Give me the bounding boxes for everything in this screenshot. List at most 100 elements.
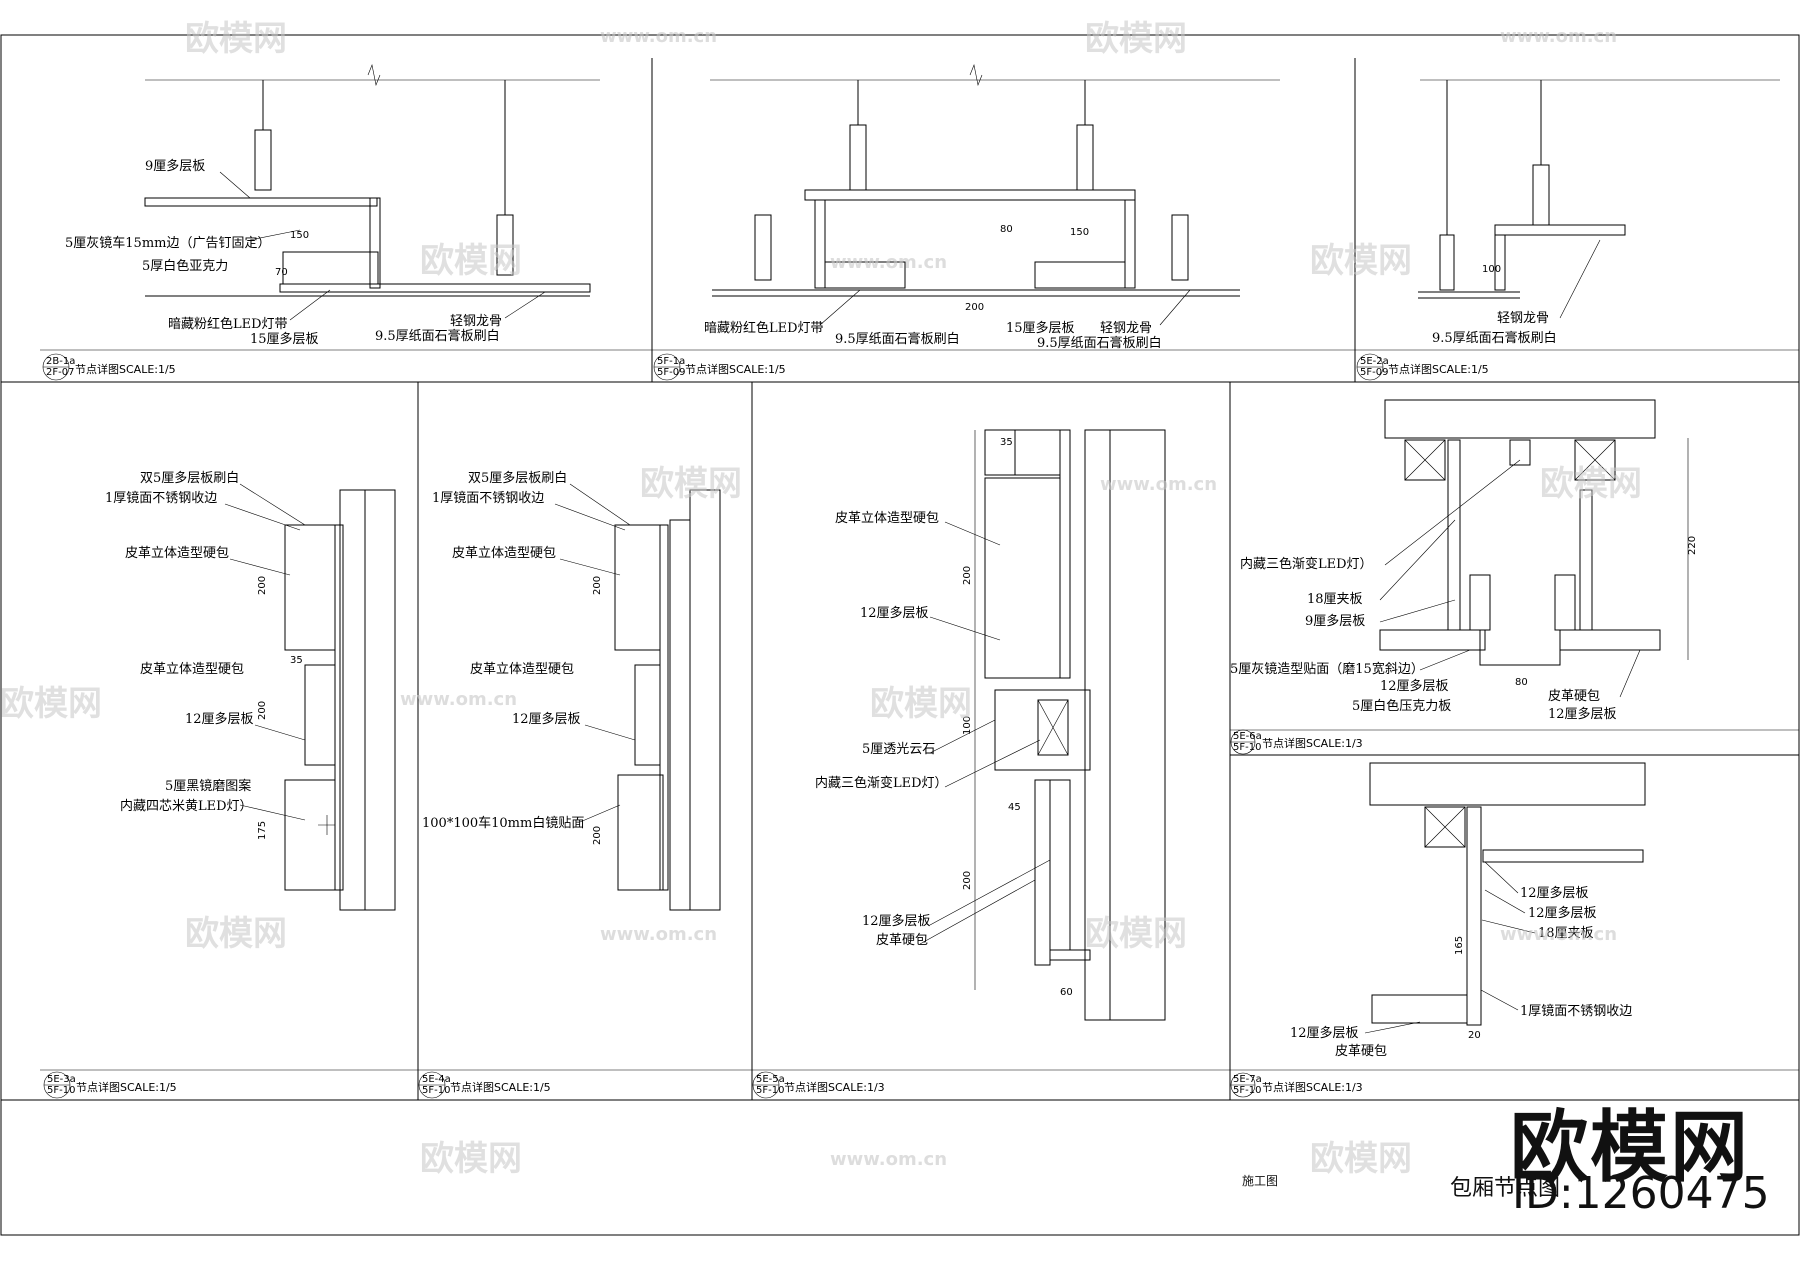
watermark-url: www.om.cn [600,924,717,945]
watermark-brand: 欧模网 [185,19,287,59]
sheet-name: 包厢节点图 [1450,1176,1561,1201]
detail-5: 200 200 [592,489,721,911]
detail-2-labels: 暗藏粉红色LED灯带 9.5厚纸面石膏板刷白 15厘多层板 轻钢龙骨 9.5厚纸… [704,289,1191,351]
svg-text:150: 150 [1070,227,1089,238]
detail-3: 100 [1418,79,1780,299]
watermark-url: www.om.cn [1100,474,1217,495]
brand-logo: 欧模网 [1510,1103,1751,1193]
d4-label-6: 5厘黑镜磨图案 [165,779,251,794]
svg-text:80: 80 [1515,677,1528,688]
d7-label-2: 18厘夹板 [1307,592,1363,607]
watermark-brand: 欧模网 [1085,914,1187,954]
d5-label-3: 皮革立体造型硬包 [452,546,556,561]
detail-2-title: 5F-1a 5F-09 节点详图SCALE:1/5 [653,353,786,381]
d1-label-6: 轻钢龙骨 [450,314,502,329]
d1-ref-bottom: 2F-07 [46,367,74,378]
svg-text:60: 60 [1060,987,1073,998]
svg-text:200: 200 [962,871,973,890]
d5-title: 节点详图SCALE:1/5 [450,1080,551,1094]
d4-label-5: 12厘多层板 [185,711,254,727]
d4-title: 节点详图SCALE:1/5 [76,1080,177,1094]
d2-ref-top: 5F-1a [657,356,685,367]
detail-8-title: 5E-7a 5F-10 节点详图SCALE:1/3 [1230,1072,1363,1098]
d8-label-1: 12厘多层板 [1520,885,1589,901]
svg-text:220: 220 [1687,536,1698,555]
svg-text:35: 35 [1000,437,1013,448]
watermark-url: www.om.cn [1500,26,1617,47]
watermark-url: www.om.cn [600,26,717,47]
svg-text:175: 175 [257,821,268,840]
d5-label-6: 100*100车10mm白镜贴面 [422,815,584,831]
d5-label-5: 12厘多层板 [512,711,581,727]
detail-5-labels: 双5厘多层板刷白 1厚镜面不锈钢收边 皮革立体造型硬包 皮革立体造型硬包 12厘… [422,470,636,831]
d6-label-1: 皮革立体造型硬包 [835,511,939,526]
detail-4-labels: 双5厘多层板刷白 1厚镜面不锈钢收边 皮革立体造型硬包 皮革立体造型硬包 12厘… [105,470,306,821]
d4-label-3: 皮革立体造型硬包 [125,546,229,561]
d8-label-2: 12厘多层板 [1528,905,1597,921]
detail-7-labels: 内藏三色渐变LED灯） 18厘夹板 9厘多层板 5厘灰镜造型贴面（磨15宽斜边）… [1230,459,1641,722]
watermark-brand: 欧模网 [0,684,102,724]
detail-1: 150 70 [144,63,600,297]
d6-label-2: 12厘多层板 [860,605,929,621]
d8-label-4: 1厚镜面不锈钢收边 [1520,1004,1632,1019]
d2-label-1: 暗藏粉红色LED灯带 [704,320,824,336]
d1-label-7: 9.5厚纸面石膏板刷白 [375,328,500,344]
svg-text:165: 165 [1454,936,1465,955]
d4-label-2: 1厚镜面不锈钢收边 [105,491,217,506]
d6-label-6: 皮革硬包 [876,933,928,948]
d6-ref-bottom: 5F-10 [756,1085,784,1096]
watermarks: 欧模网 www.om.cn 欧模网 www.om.cn 欧模网 欧模网 www.… [0,19,1642,1179]
drawing-stage: 施工图 [1242,1174,1279,1188]
svg-text:80: 80 [1000,224,1013,235]
watermark-url: www.om.cn [400,689,517,710]
detail-3-labels: 轻钢龙骨 9.5厚纸面石膏板刷白 [1432,239,1601,346]
d6-label-3: 5厘透光云石 [862,742,935,757]
d4-label-4: 皮革立体造型硬包 [140,662,244,677]
svg-text:100: 100 [962,716,973,735]
svg-text:35: 35 [290,655,303,666]
svg-text:200: 200 [592,826,603,845]
detail-6-labels: 皮革立体造型硬包 12厘多层板 5厘透光云石 内藏三色渐变LED灯） 12厘多层… [815,511,1051,948]
d8-label-5: 12厘多层板 [1290,1025,1359,1041]
d3-ref-top: 5E-2a [1360,356,1389,367]
watermark-brand: 欧模网 [185,914,287,954]
watermark-brand: 欧模网 [1310,241,1412,281]
svg-text:150: 150 [290,230,309,241]
d6-title: 节点详图SCALE:1/3 [784,1080,885,1094]
d7-ref-bottom: 5F-10 [1233,742,1261,753]
d8-label-3: 18厘夹板 [1538,926,1594,941]
d4-label-1: 双5厘多层板刷白 [140,470,239,486]
d7-title: 节点详图SCALE:1/3 [1262,736,1363,750]
watermark-url: www.om.cn [830,252,947,273]
d2-label-3: 15厘多层板 [1006,320,1075,336]
d5-label-2: 1厚镜面不锈钢收边 [432,491,544,506]
watermark-url: www.om.cn [1500,924,1617,945]
d1-label-4: 暗藏粉红色LED灯带 [168,316,288,332]
d3-ref-bottom: 5F-09 [1360,367,1388,378]
svg-text:70: 70 [275,267,288,278]
d2-title: 节点详图SCALE:1/5 [685,362,786,376]
d2-ref-bottom: 5F-09 [657,367,685,378]
d7-label-4: 5厘灰镜造型贴面（磨15宽斜边） [1230,661,1424,677]
d3-title: 节点详图SCALE:1/5 [1388,362,1489,376]
d4-label-7: 内藏四芯米黄LED灯） [120,798,253,814]
d7-label-3: 9厘多层板 [1305,613,1365,629]
d1-label-2: 5厘灰镜车15mm边（广告钉固定） [65,235,270,251]
d1-label-5: 15厘多层板 [250,331,319,347]
d6-label-4: 内藏三色渐变LED灯） [815,775,948,791]
watermark-brand: 欧模网 [870,684,972,724]
watermark-brand: 欧模网 [1085,19,1187,59]
d5-label-4: 皮革立体造型硬包 [470,662,574,677]
d4-ref-bottom: 5F-10 [47,1085,75,1096]
d1-label-1: 9厘多层板 [145,158,205,174]
d1-title: 节点详图SCALE:1/5 [75,362,176,376]
d8-label-6: 皮革硬包 [1335,1044,1387,1059]
watermark-url: www.om.cn [830,1149,947,1170]
d2-label-2: 9.5厚纸面石膏板刷白 [835,331,960,347]
watermark-brand: 欧模网 [1540,464,1642,504]
svg-text:200: 200 [592,576,603,595]
d1-label-3: 5厚白色亚克力 [142,258,228,274]
d8-ref-top: 5E-7a [1233,1074,1262,1085]
detail-2: 80 150 200 [710,63,1280,313]
detail-6-title: 5E-5a 5F-10 节点详图SCALE:1/3 [752,1071,885,1099]
